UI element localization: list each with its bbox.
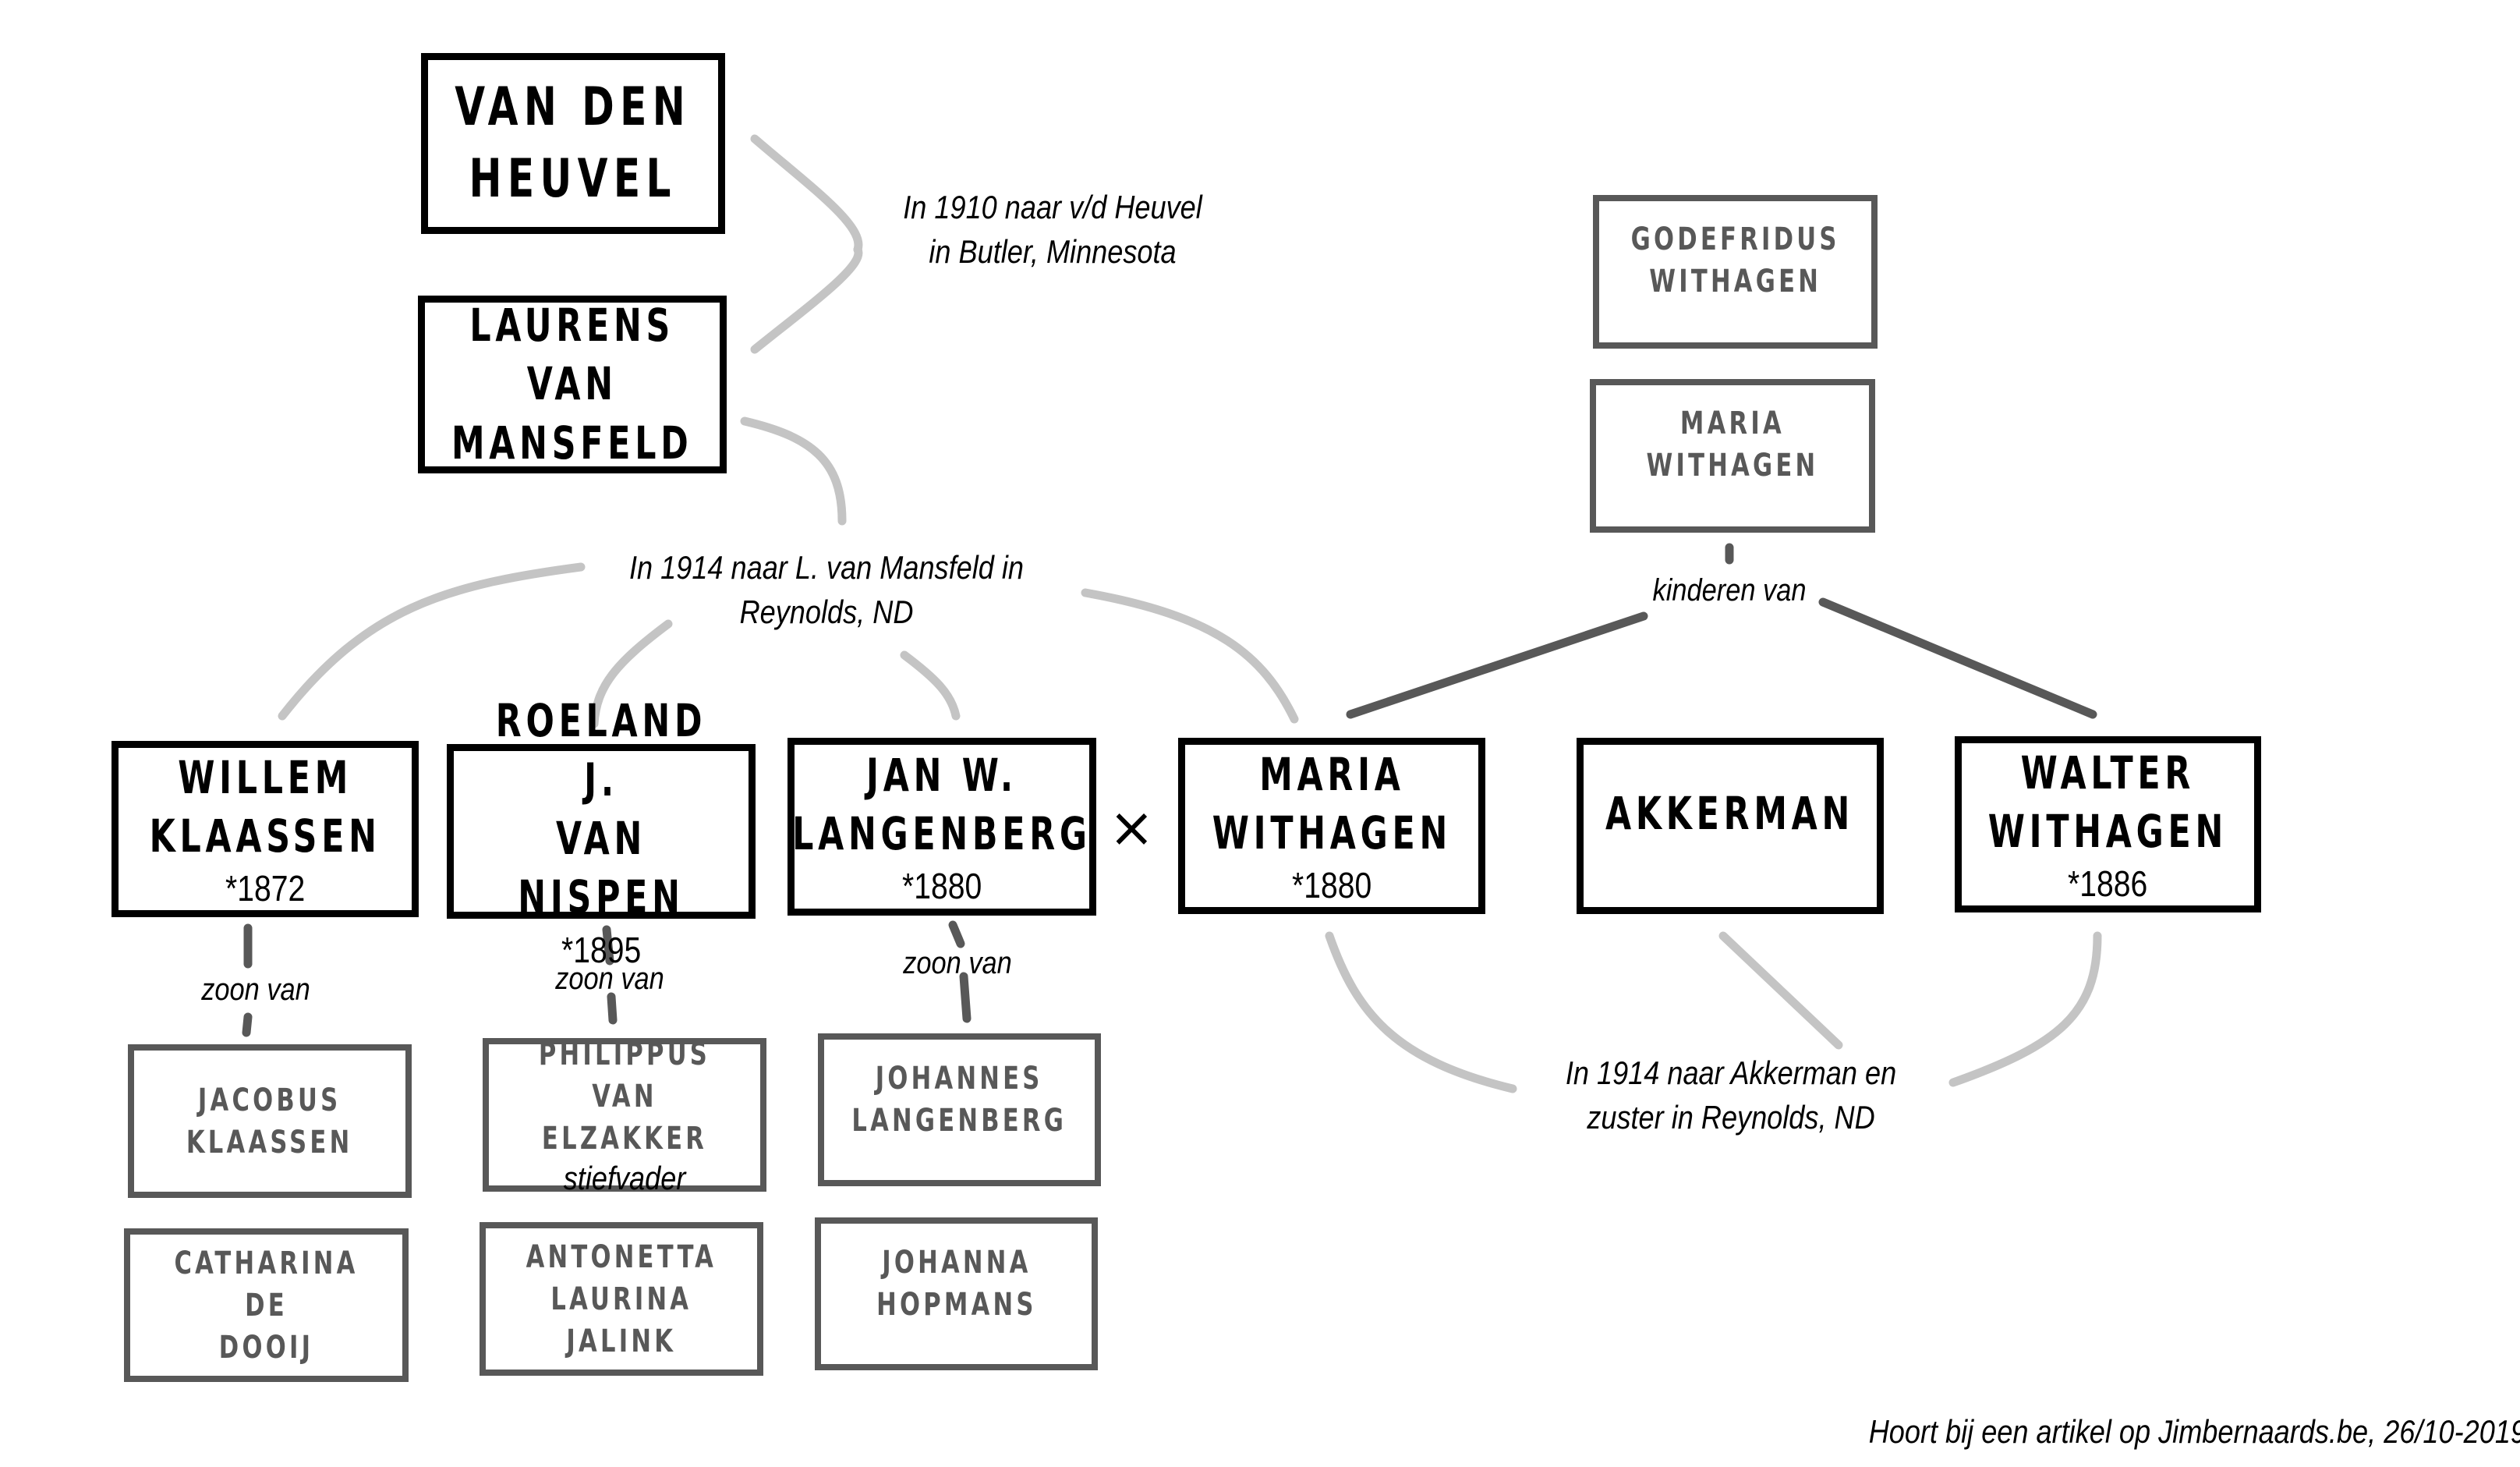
box-johannes-langenberg[interactable]: Johannes Langenberg (818, 1033, 1101, 1186)
line-roeland-zoon-top (602, 925, 614, 966)
birth-year: *1880 (1291, 865, 1372, 906)
person-name: Jacobus Klaassen (186, 1082, 353, 1160)
person-name: Willem Klaassen (149, 750, 381, 863)
note-zoon-van-roeland: zoon van (555, 962, 664, 996)
birth-year: *1886 (2068, 863, 2148, 905)
person-name: Jan W. Langenberg (792, 748, 1092, 860)
line-heuvel-to-note (750, 134, 863, 254)
box-laurens-van-mansfeld[interactable]: Laurens van Mansfeld (418, 296, 727, 473)
marriage-cross-icon: × (1109, 796, 1155, 859)
role-label: stiefvader (563, 1159, 686, 1196)
note-akkerman: In 1914 naar Akkerman en zuster in Reyno… (1565, 1054, 1897, 1136)
person-name: Antonetta Laurina Jalink (526, 1238, 717, 1359)
footer-credit: Hoort bij een artikel op Jimbernaards.be… (1868, 1413, 2520, 1450)
note-heuvel: In 1910 naar v/d Heuvel in Butler, Minne… (903, 189, 1202, 270)
birth-year: *1895 (561, 929, 642, 970)
line-mansfeld-to-maria (1081, 588, 1299, 724)
line-walter-to-note (1948, 931, 2102, 1087)
box-jacobus-klaassen[interactable]: Jacobus Klaassen (128, 1044, 412, 1198)
person-name: Akkerman (1605, 787, 1855, 841)
note-zoon-van-jan: zoon van (903, 946, 1012, 980)
line-laurens-to-mansfeld-note (740, 416, 847, 526)
person-name: Roeland J. van Nispen (495, 694, 707, 924)
line-akkerman-to-note (1718, 931, 1843, 1050)
line-maria-to-akkerman-note (1325, 931, 1517, 1093)
person-name: Van den Heuvel (455, 76, 692, 210)
box-walter-withagen[interactable]: Walter Withagen *1886 (1955, 736, 2261, 912)
box-van-den-heuvel[interactable]: Van den Heuvel (421, 53, 725, 234)
line-jan-zoon-bottom (959, 972, 972, 1023)
box-godefridus-withagen[interactable]: Godefridus Withagen (1593, 195, 1878, 349)
person-name: Johanna Hopmans (876, 1245, 1037, 1323)
note-kinderen-van: kinderen van (1652, 573, 1807, 608)
box-philippus-van-elzakker[interactable]: Philippus van Elzakker stiefvader (483, 1036, 766, 1196)
birth-year: *1880 (901, 866, 982, 907)
box-antonetta-jalink[interactable]: Antonetta Laurina Jalink (480, 1222, 763, 1376)
note-zoon-van-willem: zoon van (201, 973, 310, 1007)
line-kinderen-to-maria (1346, 611, 1648, 719)
person-name: Laurens van Mansfeld (451, 298, 693, 470)
box-maria-withagen-mother[interactable]: Maria Withagen (1590, 379, 1875, 533)
birth-year: *1872 (225, 868, 306, 909)
box-maria-withagen[interactable]: Maria Withagen *1880 (1178, 738, 1485, 914)
person-name: Philippus van Elzakker (538, 1036, 711, 1157)
box-willem-klaassen[interactable]: Willem Klaassen *1872 (111, 741, 419, 917)
line-jan-zoon-top (948, 920, 965, 948)
box-jan-langenberg[interactable]: Jan W. Langenberg *1880 (788, 738, 1096, 916)
line-mansfeld-to-roeland (589, 619, 673, 728)
person-name: Maria Withagen (1646, 405, 1819, 484)
person-name: Godefridus Withagen (1630, 221, 1840, 299)
box-catharina-de-dooij[interactable]: Catharina de Dooij (124, 1228, 409, 1382)
line-laurens-to-note (750, 245, 863, 354)
line-kinderen-to-walter (1818, 597, 2097, 719)
box-akkerman[interactable]: Akkerman (1577, 738, 1884, 914)
box-johanna-hopmans[interactable]: Johanna Hopmans (815, 1217, 1098, 1370)
line-mansfeld-to-willem (278, 562, 586, 721)
person-name: Maria Withagen (1212, 747, 1452, 859)
person-name: Johannes Langenberg (851, 1061, 1067, 1139)
line-willem-zoon-bottom (242, 1012, 253, 1037)
note-mansfeld: In 1914 naar L. van Mansfeld in Reynolds… (628, 549, 1025, 630)
box-roeland-van-nispen[interactable]: Roeland J. van Nispen *1895 (447, 694, 756, 970)
person-name: Walter Withagen (1987, 746, 2228, 858)
line-roeland-zoon-bottom (607, 992, 618, 1025)
person-name: Catharina de Dooij (174, 1245, 359, 1366)
line-mansfeld-to-jan (900, 650, 961, 721)
